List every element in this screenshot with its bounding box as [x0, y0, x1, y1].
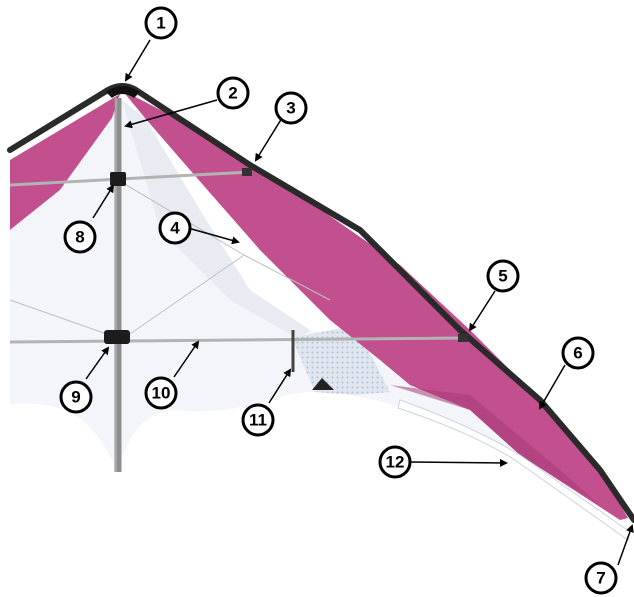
callout-3: 3 [274, 91, 308, 125]
sail-shading [122, 100, 310, 340]
callout-7-number: 7 [596, 569, 605, 588]
trailing-edge [397, 399, 631, 541]
upper-spreader-fitting [110, 172, 126, 186]
callout-9-number: 9 [71, 388, 80, 407]
callout-4: 4 [158, 211, 192, 245]
callout-11-number: 11 [249, 411, 267, 430]
mesh-window [292, 325, 390, 395]
callout-1-number: 1 [156, 14, 165, 33]
kite-illustration [7, 83, 634, 541]
left-wing-panel [10, 94, 120, 230]
callout-12-number: 12 [386, 453, 405, 472]
center-tee [104, 330, 130, 344]
callout-9: 9 [59, 380, 93, 414]
callout-1: 1 [144, 6, 178, 40]
callout-5-number: 5 [498, 267, 507, 286]
upper-spreader [9, 170, 251, 187]
callout-10: 10 [144, 376, 178, 410]
callout-2-number: 2 [228, 84, 237, 103]
callout-3-number: 3 [286, 99, 295, 118]
callout-6: 6 [561, 336, 595, 370]
right-wing-panel [122, 90, 628, 520]
callout-10-number: 10 [152, 384, 171, 403]
callout-12: 12 [378, 445, 412, 479]
callout-8: 8 [63, 220, 97, 254]
nose-cap [106, 86, 140, 98]
callout-11: 11 [241, 403, 275, 437]
lower-spreader [9, 336, 466, 344]
callout-4-number: 4 [170, 219, 180, 238]
leader-lines [85, 39, 634, 566]
sail-body [10, 100, 520, 472]
callout-2: 2 [216, 76, 250, 110]
callout-8-number: 8 [75, 228, 84, 247]
callout-6-number: 6 [573, 344, 582, 363]
callout-5: 5 [486, 259, 520, 293]
callout-7: 7 [584, 561, 618, 595]
